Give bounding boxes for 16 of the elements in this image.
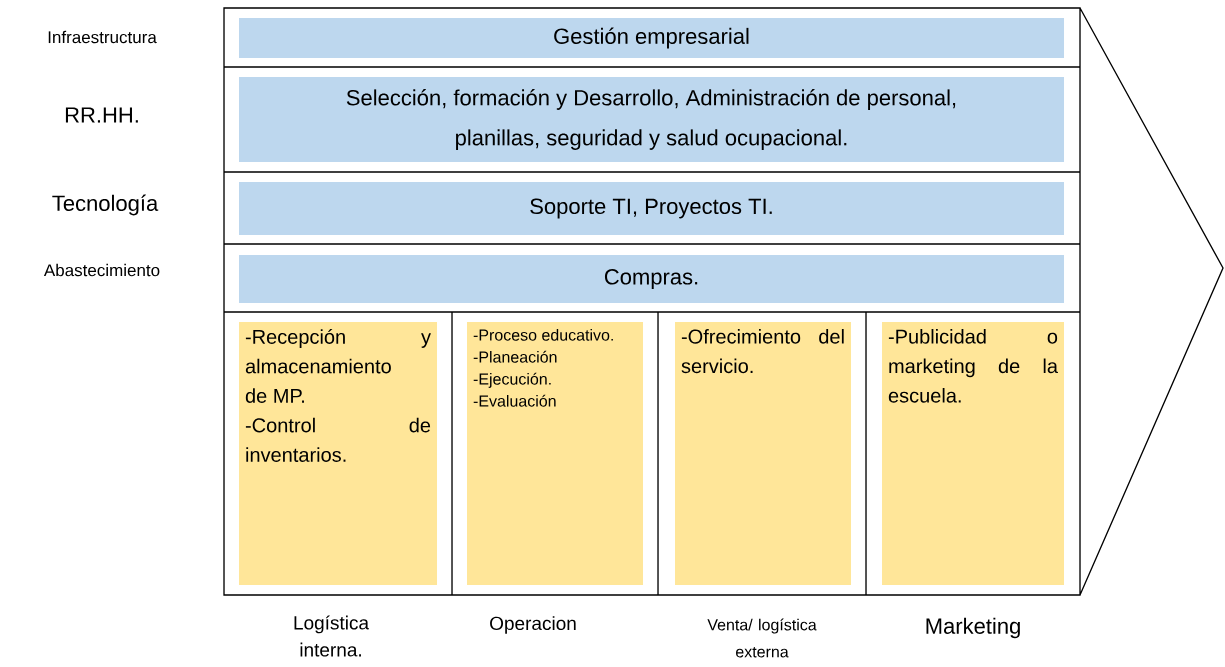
activity-card: -Proceso educativo. -Planeación -Ejecución. -Evaluación [467, 322, 643, 585]
row-label: Tecnología [52, 194, 159, 216]
column-label: Operacion [490, 616, 576, 634]
column-label: Marketing [926, 617, 1020, 639]
activity-card: -Recepción y almacenamiento de MP. -Control de inventarios. [239, 322, 437, 585]
row-label: RR.HH. [65, 107, 138, 123]
row-label: Abastecimiento [43, 263, 160, 277]
column-label: Venta/ logística externa [707, 618, 817, 658]
activity-bar: Gestión empresarial [239, 18, 1064, 58]
column-label: Logística interna. [294, 615, 369, 657]
activity-card: -Ofrecimiento del servicio. [675, 322, 851, 585]
activity-bar: Compras. [239, 255, 1064, 303]
activity-card: -Publicidad o marketing de la escuela. [882, 322, 1064, 585]
activity-bar: Soporte TI, Proyectos TI. [239, 182, 1064, 235]
activity-bar: Selección, formación y Desarrollo, Administración de personal, planillas, seguridad y salud ocupacional. [239, 77, 1064, 162]
row-label: Infraestructura [48, 30, 157, 44]
